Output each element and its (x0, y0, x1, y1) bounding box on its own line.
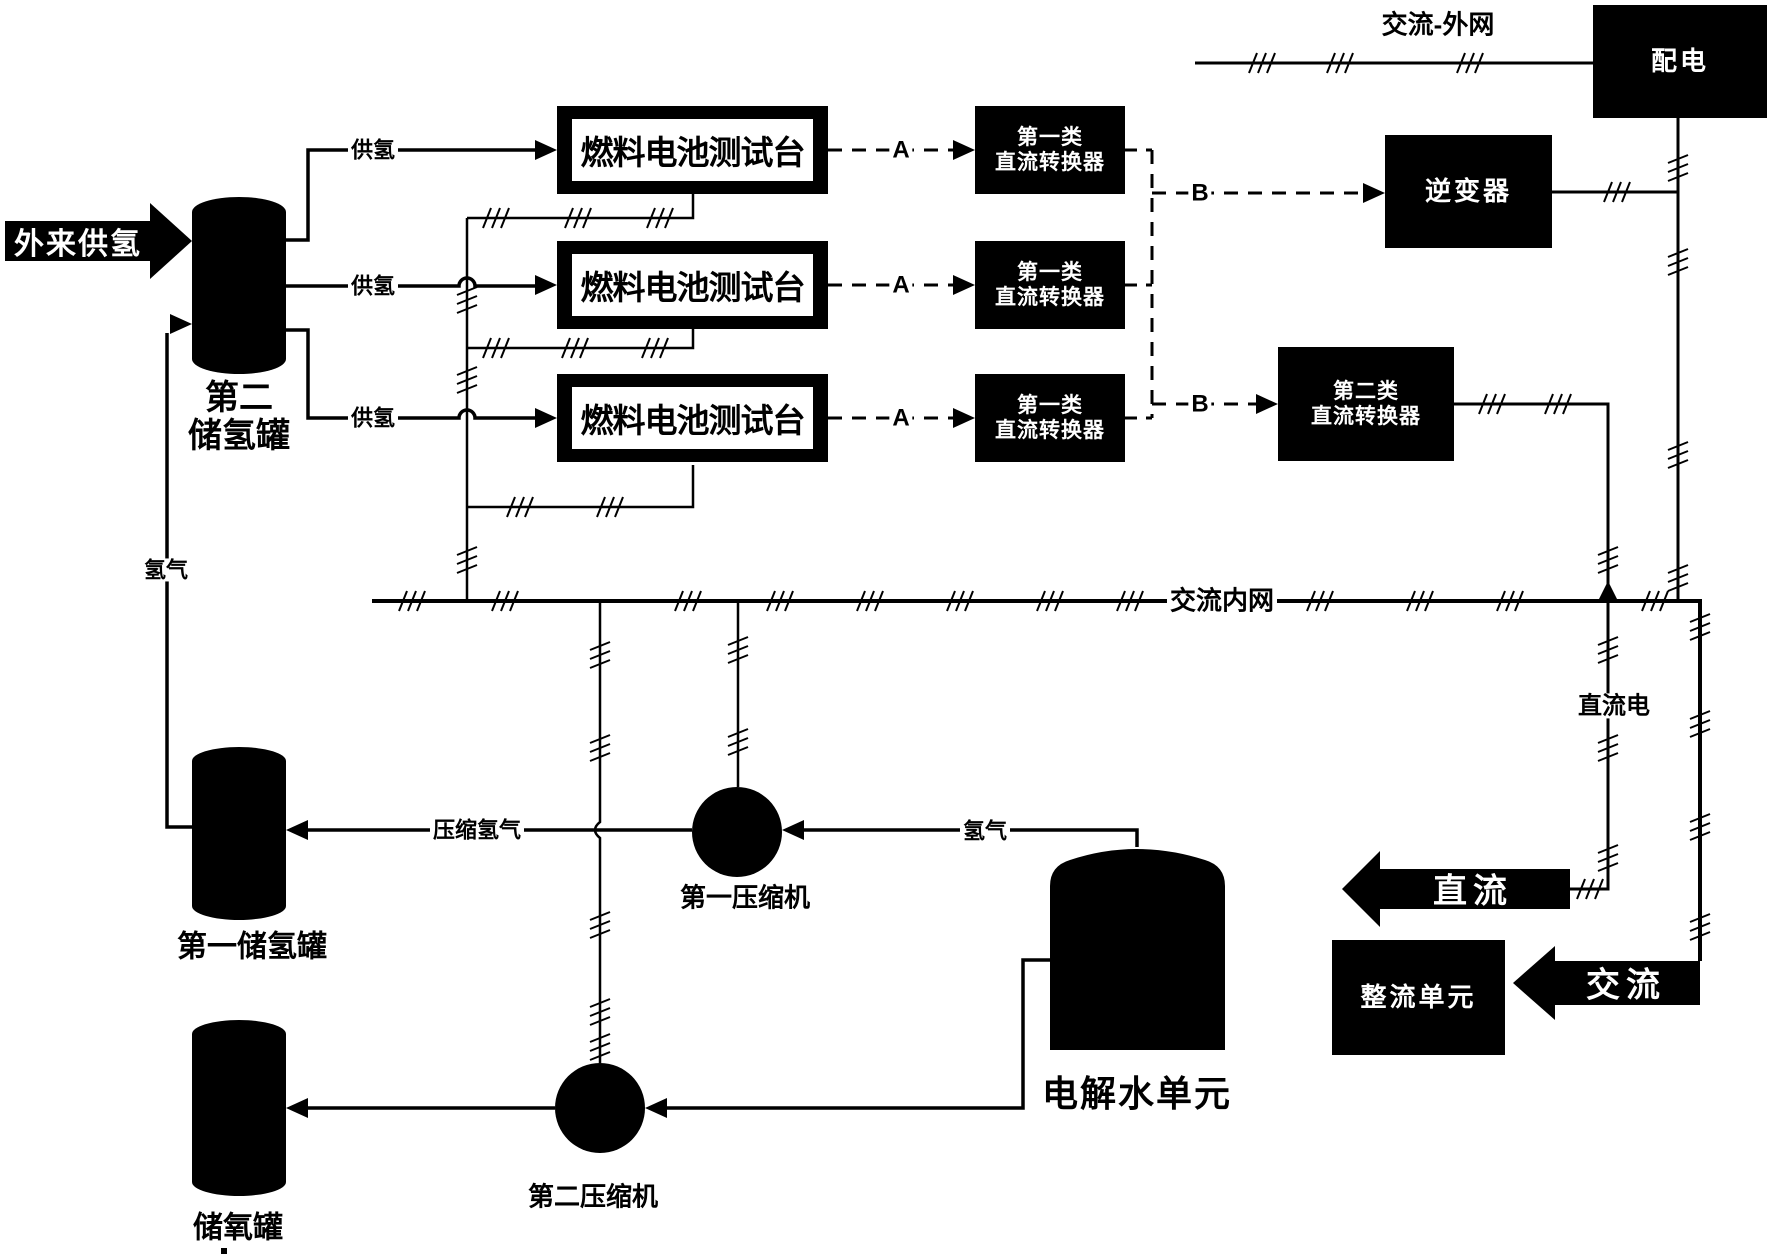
rectifier-label: 整流单元 (1360, 981, 1477, 1012)
pipe-supply2 (286, 276, 535, 288)
arrow-into-compressor1 (782, 820, 804, 840)
supply-h2-label-2: 供氢 (347, 274, 399, 298)
distribution-box: 配电 (1593, 5, 1767, 118)
arrow-supply2 (535, 275, 557, 295)
fuel-cell-bench-2: 燃料电池测试台 (557, 241, 828, 329)
node-a-label-1: A (889, 137, 913, 163)
pipe-supply3 (282, 328, 535, 420)
arrow-dc-up (1599, 581, 1617, 599)
line-bench2-return (467, 328, 695, 350)
dc-converter-type1-3-line2: 直流转换器 (995, 419, 1105, 442)
line-bench3-return (467, 465, 695, 509)
dc-converter-type1-2-line2: 直流转换器 (995, 286, 1105, 309)
fuel-cell-bench-3-label: 燃料电池测试台 (572, 387, 813, 449)
dc-arrow-shape (1342, 851, 1570, 927)
rectifier-box: 整流单元 (1332, 940, 1505, 1055)
fuel-cell-bench-3: 燃料电池测试台 (557, 374, 828, 462)
external-h2-arrow-shape (5, 203, 192, 279)
ac-arrow-shape (1513, 946, 1700, 1020)
tank2-label-line1: 第二 (205, 379, 273, 418)
electrolysis-label: 电解水单元 (1041, 1073, 1233, 1115)
supply-h2-label-3: 供氢 (347, 406, 399, 430)
oxygen-tank-shape (192, 1020, 286, 1196)
fuel-cell-bench-2-label: 燃料电池测试台 (572, 254, 813, 316)
inverter-box: 逆变器 (1385, 135, 1552, 248)
arrow-into-tank2 (170, 314, 192, 334)
ac-external-label: 交流-外网 (1381, 9, 1495, 40)
line-bench1-return (467, 193, 695, 220)
dc-converter-type1-2-line1: 第一类 (1017, 260, 1083, 284)
arrow-b2-converter2 (1256, 394, 1278, 414)
arrow-into-compressor2 (645, 1098, 667, 1118)
tank1-label: 第一储氢罐 (177, 930, 327, 964)
pipe-o2-to-compressor2 (667, 958, 1050, 1110)
compressor2-label: 第二压缩机 (527, 1181, 659, 1212)
ac-arrow-label: 交流 (1586, 966, 1666, 1005)
inverter-label: 逆变器 (1424, 175, 1512, 206)
line-power-compressor2 (593, 601, 602, 1063)
arrow-b1-inverter (1363, 183, 1385, 203)
dc-converter-type1-box-3: 第一类 直流转换器 (975, 374, 1125, 462)
cable-hatch-marks (398, 52, 1711, 1061)
dc-converter-type2-box: 第二类 直流转换器 (1278, 347, 1454, 461)
dc-converter-type1-3-line1: 第一类 (1017, 393, 1083, 417)
dc-converter-type1-1-line2: 直流转换器 (995, 151, 1105, 174)
dc-converter-type1-box-1: 第一类 直流转换器 (975, 106, 1125, 194)
h2-electrolysis-label: 氢气 (959, 819, 1011, 843)
dc-converter-type2-line1: 第二类 (1333, 379, 1399, 403)
fuel-cell-bench-1: 燃料电池测试台 (557, 106, 828, 194)
node-b-label-2: B (1188, 391, 1212, 417)
electrolysis-shape (1050, 849, 1225, 1050)
oxygen-tank-label: 储氧罐 (193, 1211, 283, 1245)
compressor1-shape (692, 787, 782, 877)
arrow-supply3 (535, 408, 557, 428)
dc-converter-type1-box-2: 第一类 直流转换器 (975, 241, 1125, 329)
distribution-label: 配电 (1650, 45, 1709, 76)
tank2-label-line2: 储氢罐 (188, 417, 290, 456)
external-h2-arrow-label: 外来供氢 (14, 228, 142, 261)
pipe-h2-electrolysis (804, 828, 1139, 847)
arrow-a3 (953, 408, 975, 428)
line-ac-internal-bus (372, 599, 1702, 961)
arrow-a2 (953, 275, 975, 295)
h2-riser-label: 氢气 (140, 558, 192, 582)
compressor2-shape (555, 1063, 645, 1153)
pipe-tank1-to-tank2 (165, 333, 192, 829)
node-a-label-3: A (889, 405, 913, 431)
ac-internal-label: 交流内网 (1166, 587, 1278, 615)
dc-converter-type1-1-line1: 第一类 (1017, 125, 1083, 149)
tank1-shape (192, 747, 286, 920)
arrow-a1 (953, 140, 975, 160)
compressor1-label: 第一压缩机 (679, 882, 811, 913)
supply-h2-label-1: 供氢 (347, 138, 399, 162)
dc-arrow-label: 直流 (1433, 872, 1513, 911)
node-b-label-1: B (1188, 180, 1212, 206)
arrow-supply1 (535, 140, 557, 160)
pipe-supply1 (282, 148, 535, 242)
arrow-into-o2tank (286, 1098, 308, 1118)
line-converter2-output (1454, 402, 1610, 601)
dc-converter-type2-line2: 直流转换器 (1311, 405, 1421, 428)
node-a-label-2: A (889, 272, 913, 298)
fuel-cell-bench-1-label: 燃料电池测试台 (572, 119, 813, 181)
stray-dot (221, 1248, 227, 1254)
dash-converter-outputs (1125, 148, 1152, 420)
compressed-h2-label: 压缩氢气 (429, 818, 525, 842)
arrow-into-tank1 (286, 820, 308, 840)
dc-power-label: 直流电 (1575, 693, 1653, 719)
tank2-shape (192, 197, 286, 374)
